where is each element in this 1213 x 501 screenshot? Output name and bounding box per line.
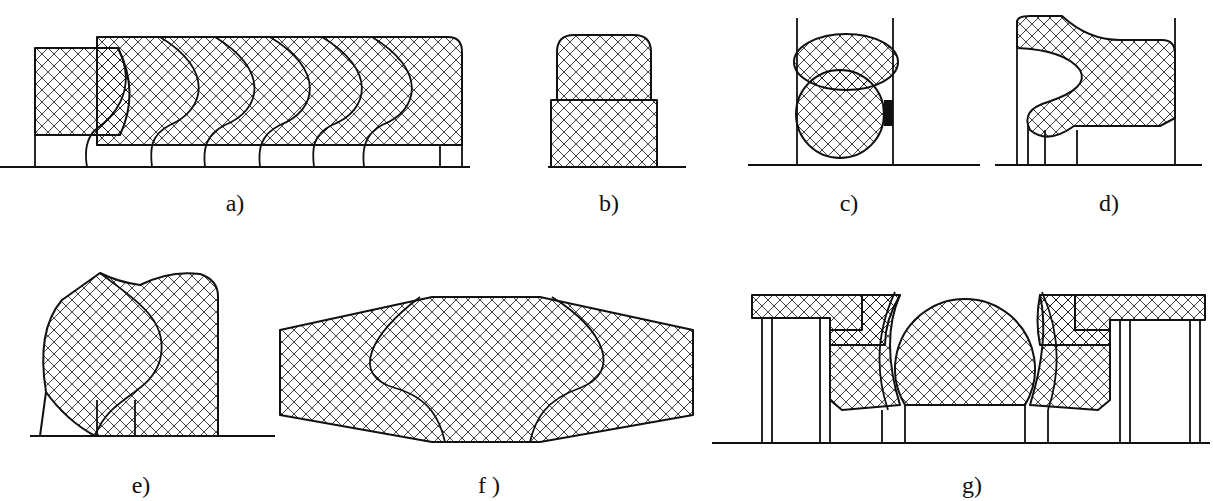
drawing-path [259, 37, 309, 167]
drawing-path [40, 273, 218, 436]
drawing-path [86, 48, 126, 167]
figure-label: e) [132, 473, 151, 497]
drawing-path [370, 297, 445, 442]
drawing-path [1120, 320, 1200, 443]
drawing-path [280, 297, 693, 442]
two-piece-ring [548, 35, 686, 167]
drawing-path [151, 37, 199, 167]
drawing-path [95, 273, 162, 436]
drawing-path [35, 48, 130, 135]
drawing-path [1017, 16, 1175, 137]
figure-label: d) [1099, 191, 1119, 215]
o-ring-seal [748, 18, 980, 165]
chevron-seal-stack [0, 37, 470, 167]
figure-label: a) [226, 191, 245, 215]
drawing-path [530, 297, 604, 442]
drawing-line [995, 164, 1202, 166]
drawing-path [882, 405, 1048, 443]
drawing-path [313, 37, 362, 167]
drawing-path [762, 318, 830, 443]
drawing-rect [884, 100, 893, 126]
double-lip-seal [280, 297, 693, 442]
drawing-line [796, 18, 798, 165]
drawing-path [97, 37, 462, 145]
drawing-line [748, 164, 980, 166]
drawing-line [892, 18, 894, 165]
drawing-path [557, 35, 651, 100]
combined-ring-seal [712, 292, 1210, 443]
drawing-path [1030, 295, 1110, 410]
figure-label: c) [840, 191, 859, 215]
drawing-path [551, 100, 657, 167]
lip-seal [30, 273, 275, 436]
drawing-path [895, 299, 1035, 405]
u-cup-seal [995, 16, 1202, 165]
drawing-path [204, 37, 254, 167]
drawing-path [35, 135, 462, 167]
drawing-path [879, 292, 1056, 410]
figure-label: b) [599, 191, 619, 215]
figure-label: f ) [478, 473, 500, 497]
drawing-circle [796, 70, 884, 158]
drawing-path [363, 37, 412, 167]
drawing-path [830, 295, 900, 410]
drawing-line [712, 442, 1210, 444]
figure-label: g) [962, 473, 982, 497]
drawing-line [0, 166, 470, 168]
